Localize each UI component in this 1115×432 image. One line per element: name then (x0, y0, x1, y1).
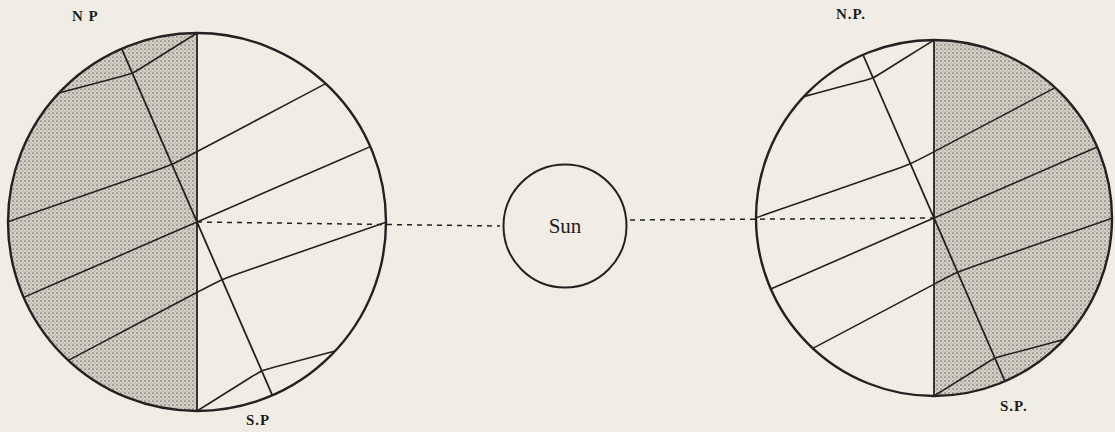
sun-label: Sun (549, 214, 582, 239)
pole-label: N P (72, 8, 99, 24)
earth-globe (756, 40, 1112, 396)
pole-label: N.P. (836, 6, 866, 22)
globe-outline (8, 33, 386, 411)
globe-outline (756, 40, 1112, 396)
pole-label: S.P (246, 412, 270, 428)
night-shading (8, 33, 197, 411)
night-shading (934, 40, 1112, 396)
earth-globe (8, 33, 386, 411)
earth-axis (122, 49, 273, 396)
sun-disc (504, 165, 627, 288)
pole-label: S.P. (1000, 398, 1028, 414)
sun-circle: Sun (502, 163, 628, 289)
earth-axis (863, 55, 1005, 381)
sun-ray-line (630, 218, 934, 220)
sun-ray-line (197, 222, 500, 226)
